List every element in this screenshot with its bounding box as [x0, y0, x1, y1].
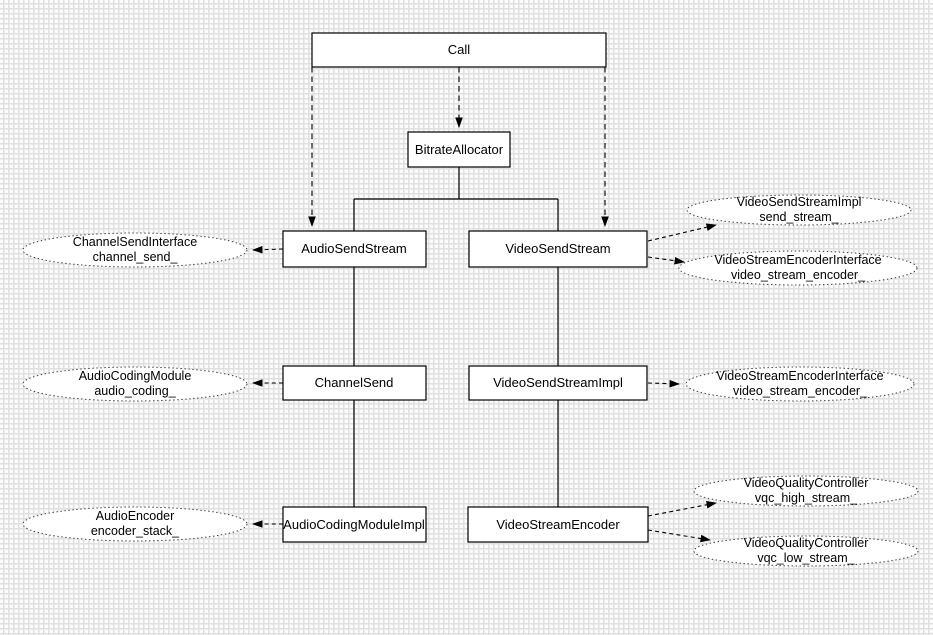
member-vqc-high-type: VideoQualityController: [744, 476, 869, 490]
node-video-stream-encoder-box: [467, 506, 649, 543]
member-video-stream-encoder-interface-top: VideoStreamEncoderInterface video_stream…: [678, 250, 918, 286]
node-audio-send-stream-box: [282, 230, 427, 268]
node-video-send-stream-impl: VideoSendStreamImpl: [468, 365, 648, 401]
member-vqc-high-field: vqc_high_stream_: [755, 491, 858, 505]
member-vqc-low: VideoQualityController vqc_low_stream_: [693, 535, 919, 567]
member-vqc-low-shape: [693, 535, 919, 567]
member-send-stream-type: VideoSendStreamImpl: [737, 195, 862, 209]
member-video-stream-encoder-interface-mid-field: video_stream_encoder_: [733, 384, 868, 398]
node-video-send-stream-box: [468, 230, 648, 268]
node-video-stream-encoder: VideoStreamEncoder: [467, 506, 649, 543]
member-channel-send-interface-type: ChannelSendInterface: [73, 235, 197, 249]
member-vqc-high: VideoQualityController vqc_high_stream_: [693, 475, 919, 507]
member-audio-coding-module-shape: [22, 366, 248, 402]
node-video-stream-encoder-label: VideoStreamEncoder: [496, 517, 620, 532]
edge-videostreamencoder-vqchigh: [647, 501, 717, 517]
node-bitrate-allocator-box: [407, 131, 511, 168]
node-audio-coding-module-impl-label: AudioCodingModuleImpl: [283, 517, 425, 532]
edge-videosendstream-sendstream: [647, 223, 717, 242]
member-audio-coding-module-field: audio_coding_: [94, 384, 176, 398]
member-audio-encoder-type: AudioEncoder: [96, 509, 175, 523]
node-video-send-stream-impl-label: VideoSendStreamImpl: [493, 375, 623, 390]
member-vqc-high-shape: [693, 475, 919, 507]
node-audio-send-stream-label: AudioSendStream: [301, 241, 407, 256]
edge-videostreamencoder-vqclow: [647, 529, 711, 543]
member-send-stream-field: send_stream_: [759, 210, 839, 224]
member-video-stream-encoder-interface-top-field: video_stream_encoder_: [731, 268, 866, 282]
member-vqc-low-type: VideoQualityController: [744, 536, 869, 550]
edge-videosendstreamimpl-videostreamencoderinterface: [647, 379, 680, 388]
node-call-box: [311, 32, 607, 68]
member-video-stream-encoder-interface-top-shape: [678, 250, 918, 286]
member-video-stream-encoder-interface-mid-shape: [685, 366, 915, 402]
node-video-send-stream-impl-box: [468, 365, 648, 401]
member-audio-encoder: AudioEncoder encoder_stack_: [22, 506, 248, 542]
member-channel-send-interface: ChannelSendInterface channel_send_: [22, 232, 248, 268]
node-channel-send: ChannelSend: [282, 365, 427, 401]
node-call: Call: [311, 32, 607, 68]
node-audio-coding-module-impl-box: [282, 506, 427, 543]
member-audio-encoder-shape: [22, 506, 248, 542]
edge-audiosendstream-channelsendinterface: [252, 245, 284, 254]
member-video-stream-encoder-interface-mid-type: VideoStreamEncoderInterface: [716, 369, 883, 383]
member-send-stream-shape: [686, 194, 912, 226]
node-call-label: Call: [448, 42, 471, 57]
node-audio-send-stream: AudioSendStream: [282, 230, 427, 268]
member-video-stream-encoder-interface-mid: VideoStreamEncoderInterface video_stream…: [685, 366, 915, 402]
member-audio-coding-module-type: AudioCodingModule: [79, 369, 192, 383]
member-channel-send-interface-field: channel_send_: [93, 250, 179, 264]
node-channel-send-label: ChannelSend: [315, 375, 394, 390]
member-audio-coding-module: AudioCodingModule audio_coding_: [22, 366, 248, 402]
member-vqc-low-field: vqc_low_stream_: [757, 551, 855, 565]
node-bitrate-allocator: BitrateAllocator: [407, 131, 511, 168]
node-video-send-stream-label: VideoSendStream: [505, 241, 610, 256]
node-bitrate-allocator-label: BitrateAllocator: [415, 142, 504, 157]
node-channel-send-box: [282, 365, 427, 401]
node-audio-coding-module-impl: AudioCodingModuleImpl: [282, 506, 427, 543]
member-send-stream: VideoSendStreamImpl send_stream_: [686, 194, 912, 226]
node-video-send-stream: VideoSendStream: [468, 230, 648, 268]
member-audio-encoder-field: encoder_stack_: [91, 524, 180, 538]
member-channel-send-interface-shape: [22, 232, 248, 268]
member-video-stream-encoder-interface-top-type: VideoStreamEncoderInterface: [714, 253, 881, 267]
edge-videosendstream-videostreamencoderinterface: [647, 256, 685, 265]
